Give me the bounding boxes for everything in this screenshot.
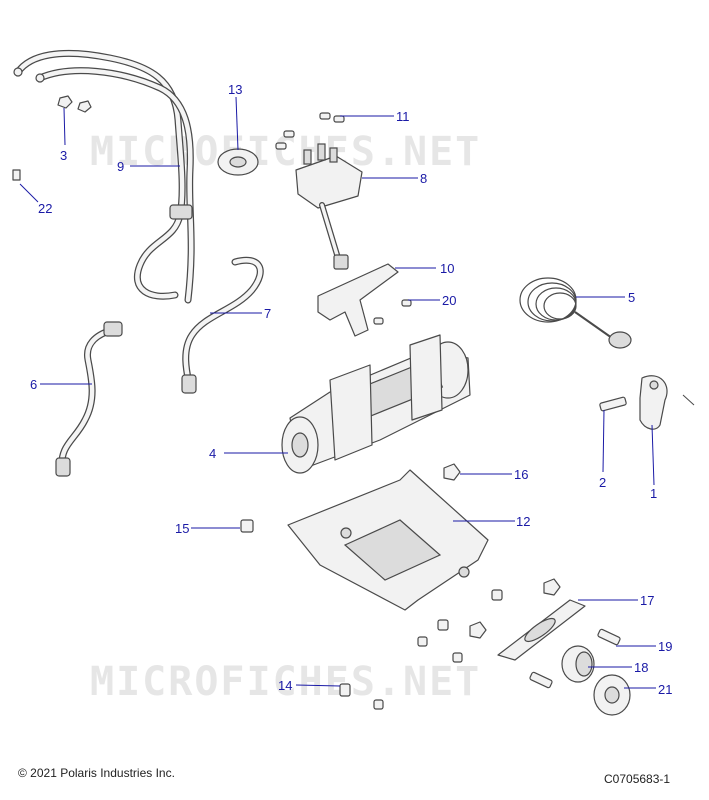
callout-10: 10 [440,261,454,276]
callout-11: 11 [396,109,410,124]
bolt-near-21 [529,671,553,689]
part-6-cable [55,321,123,477]
part-1-hook [639,375,668,430]
leader-lines [19,96,656,689]
callout-17: 17 [640,593,654,608]
part-7-cable [181,256,264,394]
callout-15: 15 [175,521,189,536]
part-12-mount-plate [287,469,489,611]
figure-code: C0705683-1 [604,772,671,786]
callout-14: 14 [278,678,292,693]
callout-12: 12 [516,514,530,529]
callout-2: 2 [599,475,606,490]
callout-1: 1 [650,486,657,501]
callout-21: 21 [658,682,672,697]
callout-3: 3 [60,148,67,163]
part-9-cable-harness [13,49,195,304]
callout-22: 22 [38,201,52,216]
callout-16: 16 [514,467,528,482]
part-4-winch [281,334,471,474]
part-8-contactor [295,143,363,270]
part-3-nuts [57,95,92,113]
callout-labels: 1 2 3 4 5 6 7 8 9 10 11 12 13 14 15 16 1… [30,82,672,697]
callout-8: 8 [420,171,427,186]
part-17-fairlead [497,599,586,661]
part-13-grommet [217,148,259,176]
part-20-screws [373,299,412,325]
part-21-bumper [593,674,631,716]
callout-19: 19 [658,639,672,654]
part-2-pin [599,396,627,412]
callout-9: 9 [117,159,124,174]
callout-20: 20 [442,293,456,308]
hardware-bolts [373,578,561,710]
callout-5: 5 [628,290,635,305]
part-5-coil-cable [519,277,632,349]
callout-7: 7 [264,306,271,321]
part-15-bolt [240,519,254,533]
part-14-bolt [339,683,351,697]
part-22-bolt [12,169,21,181]
callout-6: 6 [30,377,37,392]
part-10-bracket [317,263,399,337]
part-18-bumper [561,645,595,683]
part-19-bolt [597,628,621,646]
callout-18: 18 [634,660,648,675]
part-16-nut [443,463,461,481]
callout-13: 13 [228,82,242,97]
watermark-bottom: MICROFICHES.NET [90,659,481,705]
part-11-screws [275,112,345,150]
clip-small [682,394,695,406]
copyright-text: © 2021 Polaris Industries Inc. [18,766,175,780]
callout-4: 4 [209,446,216,461]
